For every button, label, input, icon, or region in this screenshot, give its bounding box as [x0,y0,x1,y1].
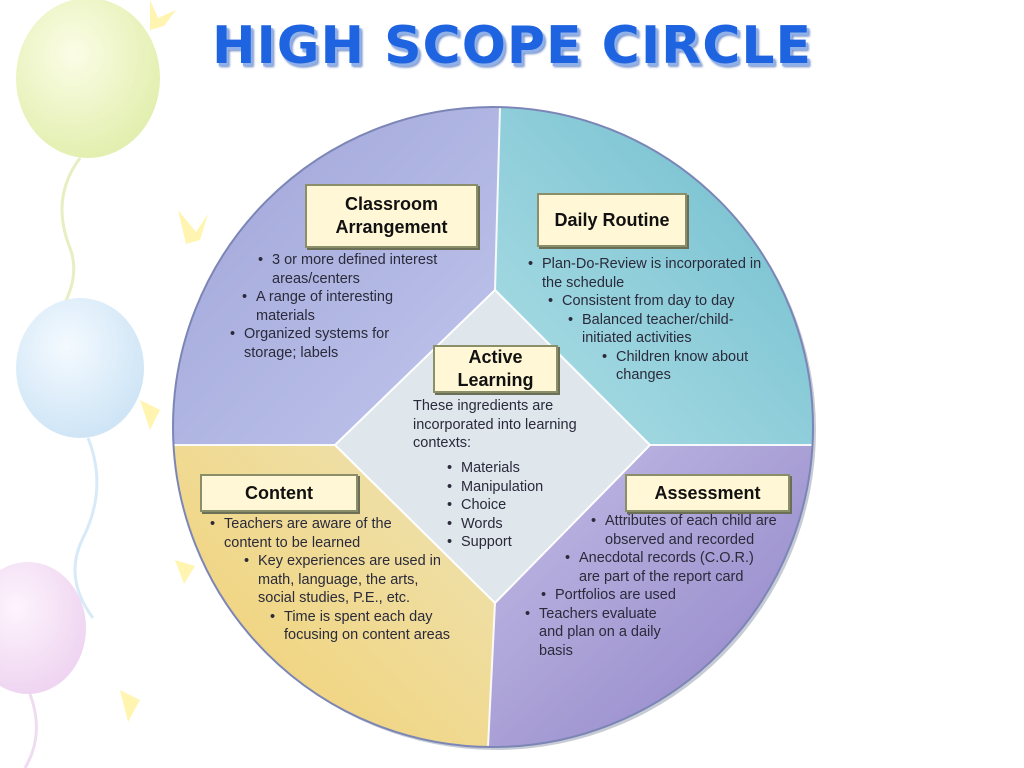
list-item: Organized systems for storage; labels [230,325,429,362]
star-sparkle-icon [120,0,208,722]
list-item: Plan-Do-Review is incorporated in the sc… [528,255,762,292]
classroom-arrangement-list: 3 or more defined interest areas/centers… [230,251,482,362]
active-learning-list: Materials Manipulation Choice Words Supp… [447,459,567,552]
assessment-list: Attributes of each child are observed an… [525,512,777,661]
list-item: Teachers evaluate and plan on a daily ba… [525,605,684,661]
list-item: Anecdotal records (C.O.R.) are part of t… [565,549,754,586]
list-item: Portfolios are used [541,586,775,605]
active-learning-label: Active Learning [433,345,558,393]
list-item: Attributes of each child are observed an… [591,512,780,549]
list-item: Choice [447,496,567,515]
classroom-arrangement-label: Classroom Arrangement [305,184,478,248]
list-item: Children know about changes [602,348,766,385]
list-item: Materials [447,459,567,478]
list-item: 3 or more defined interest areas/centers [258,251,482,288]
list-item: Manipulation [447,478,567,497]
active-learning-intro: These ingredients are incorporated into … [413,398,577,451]
balloon-icon [0,562,86,768]
list-item: Consistent from day to day [548,292,758,311]
list-item: A range of interesting materials [242,288,451,325]
assessment-label: Assessment [625,474,790,512]
center-diamond [333,288,652,605]
daily-routine-label: Daily Routine [537,193,687,247]
list-item: Balanced teacher/child-initiated activit… [568,311,757,348]
content-label: Content [200,474,358,512]
daily-routine-list: Plan-Do-Review is incorporated in the sc… [528,255,761,385]
list-item: Key experiences are used in math, langua… [244,552,443,608]
list-item: Support [447,533,567,552]
list-item: Words [447,515,567,534]
page-title: HIGH SCOPE CIRCLE [211,16,813,76]
list-item: Time is spent each day focusing on conte… [270,608,479,645]
content-list: Teachers are aware of the content to be … [210,515,480,645]
balloon-icon [16,298,144,619]
list-item: Teachers are aware of the content to be … [210,515,409,552]
